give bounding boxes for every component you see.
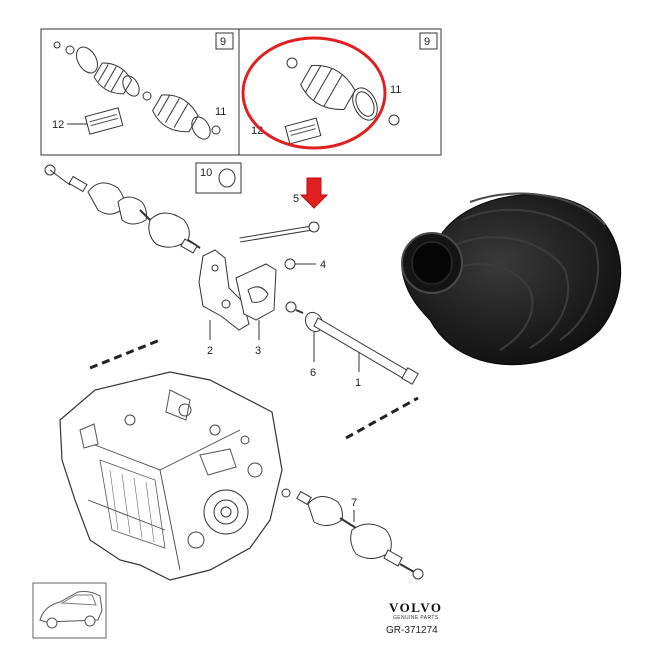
cv-boot-photo	[401, 192, 622, 366]
box-right-tag: 9	[424, 36, 430, 48]
nut	[284, 258, 296, 270]
kit-box-left: 9 11 12	[40, 28, 240, 156]
brand-block: VOLVO GENUINE PARTS GR-371274	[386, 600, 442, 636]
right-drive-shaft: 7	[281, 488, 424, 580]
callout-4: 4	[320, 259, 326, 271]
bracket: 2	[198, 249, 250, 357]
callout-6: 6	[310, 367, 316, 379]
callout-2: 2	[207, 345, 213, 357]
box-left-tag: 9	[220, 36, 226, 48]
brand-sub: GENUINE PARTS	[393, 615, 439, 621]
vehicle-thumbnail	[32, 582, 107, 639]
brand-name: VOLVO	[389, 600, 442, 615]
box-10: 10	[195, 162, 242, 194]
gearbox	[59, 371, 283, 581]
dashed-outline	[89, 338, 419, 440]
box-right-callout-11: 11	[390, 84, 401, 96]
diagram-code: GR-371274	[386, 625, 438, 636]
callout-3: 3	[255, 345, 261, 357]
box-10-tag: 10	[200, 167, 212, 179]
callout-7: 7	[351, 497, 357, 509]
box-left-callout-12: 12	[52, 119, 64, 131]
red-arrow-icon	[299, 177, 329, 209]
highlight-ellipse	[241, 36, 387, 150]
bracket-bolt	[239, 221, 320, 243]
left-drive-shaft: 5	[44, 164, 299, 254]
kit-box-right: 9 11 12	[238, 28, 442, 156]
callout-1: 1	[355, 377, 361, 389]
intermediate-shaft: 6 1	[285, 301, 419, 389]
box-left-callout-11: 11	[215, 106, 226, 118]
callout-5: 5	[293, 193, 299, 205]
support-plate: 3	[235, 263, 277, 357]
